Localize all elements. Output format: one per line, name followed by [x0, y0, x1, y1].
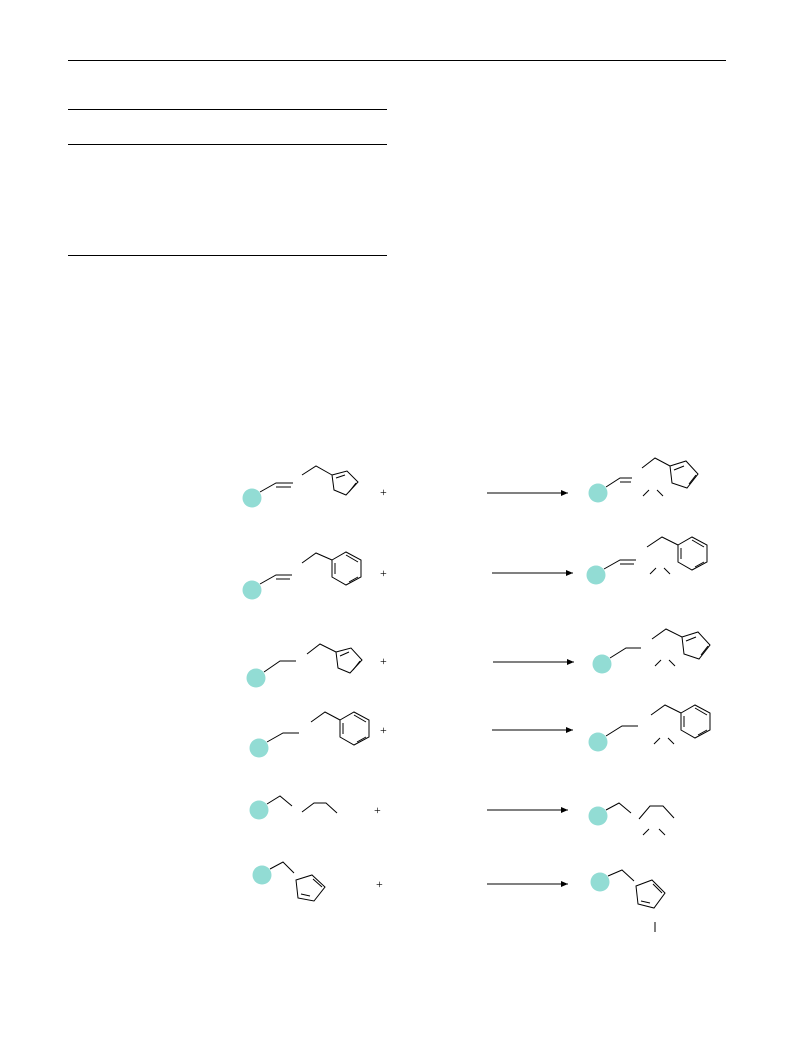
resin-bead-icon [588, 483, 608, 503]
reactant-3 [246, 643, 363, 688]
reaction-4: + [249, 704, 711, 758]
resin-bead-icon [590, 872, 610, 892]
reactant-6 [252, 861, 326, 902]
page-header-rule [68, 60, 726, 61]
plus-sign: + [380, 485, 387, 499]
product-5 [588, 802, 675, 836]
reactant-2 [242, 551, 362, 600]
resin-bead-icon [242, 488, 262, 508]
resin-bead-icon [592, 654, 612, 674]
plus-sign: + [380, 723, 387, 737]
reaction-3: + [246, 628, 711, 688]
plus-sign: + [376, 877, 383, 891]
reactant-4 [249, 711, 370, 758]
plus-sign: + [380, 566, 387, 580]
table-bottom-rule [68, 255, 387, 256]
resin-bead-icon [588, 732, 608, 752]
reaction-1: + [242, 457, 699, 508]
resin-bead-icon [249, 800, 269, 820]
resin-bead-icon [586, 565, 606, 585]
resin-bead-icon [249, 738, 269, 758]
reaction-2: + [242, 536, 708, 600]
resin-bead-icon [252, 865, 272, 885]
product-6 [590, 869, 666, 932]
resin-bead-icon [588, 806, 608, 826]
table-header-rule [68, 144, 387, 145]
table-top-rule [68, 109, 387, 110]
reaction-6: + [252, 861, 666, 932]
product-3 [592, 628, 711, 674]
resin-bead-icon [246, 668, 266, 688]
product-1 [588, 457, 699, 503]
plus-sign: + [374, 803, 381, 817]
reactant-1 [242, 465, 359, 508]
reactant-5 [249, 795, 338, 820]
plus-sign: + [380, 654, 387, 668]
product-2 [586, 536, 708, 585]
resin-bead-icon [242, 580, 262, 600]
reaction-5: + [249, 795, 675, 836]
product-4 [588, 704, 711, 752]
